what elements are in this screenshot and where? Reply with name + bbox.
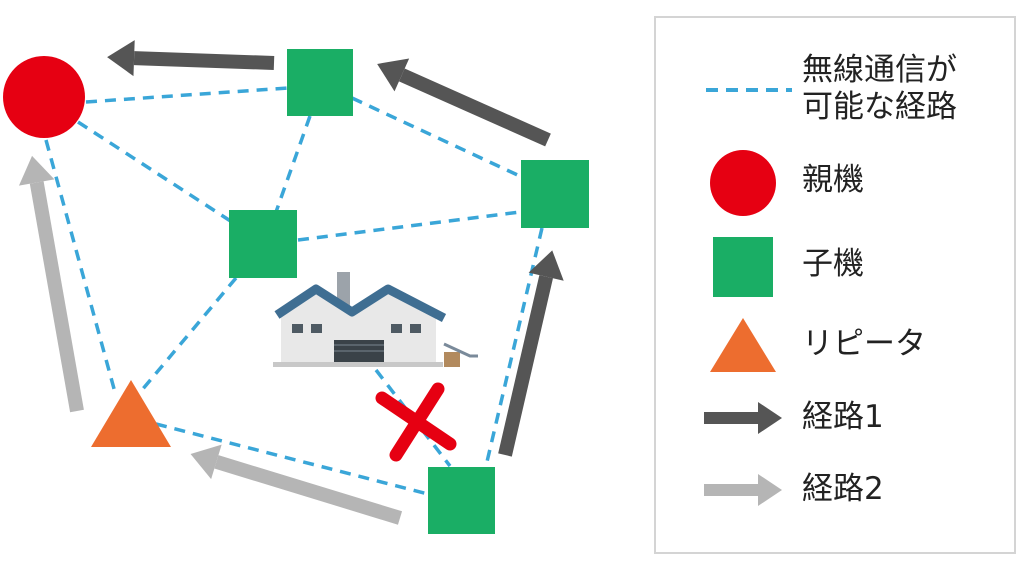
orange-triangle-icon [710,318,776,372]
legend-label-link: 無線通信が 可能な経路 [802,52,957,125]
child-node-bottom [428,467,495,534]
dashed-line-icon [706,88,792,92]
link-top-center [274,115,312,213]
legend-label-repeater: リピータ [802,326,926,362]
legend-label-route1: 経路1 [802,399,884,435]
route-1-arrows [107,40,564,457]
legend-row-route2: 経路2 [656,470,1014,510]
legend-row-link: 無線通信が 可能な経路 [656,52,1014,132]
legend-row-parent: 親機 [656,148,1014,218]
network-diagram [3,40,589,534]
link-center-right [297,210,521,242]
legend-row-route1: 経路1 [656,398,1014,438]
route1-arrow-bottom-right [498,250,564,457]
legend-label-link-line2: 可能な経路 [802,88,957,125]
link-top-right [351,96,525,180]
child-node-top [287,49,353,116]
route1-arrow-right-top [377,58,551,147]
route2-arrow-repeater-parent [18,155,84,413]
legend-row-repeater: リピータ [656,316,1014,376]
link-parent-child-top [85,86,289,104]
link-center-repeater [140,276,238,392]
dark-arrow-icon [704,402,782,434]
repeater-node [91,380,171,447]
route-2-arrows [18,155,403,525]
legend-label-child: 子機 [802,246,864,282]
factory-icon [273,272,478,367]
route2-arrow-bottom-repeater [190,444,403,525]
light-arrow-icon [704,474,782,506]
child-node-center [229,210,297,278]
red-circle-icon [710,150,776,216]
link-parent-repeater [44,139,118,397]
legend: 無線通信が 可能な経路 親機 子機 リピータ 経路1 経路2 [654,16,1016,554]
child-node-right [521,160,589,228]
legend-label-route2: 経路2 [802,471,884,507]
legend-row-child: 子機 [656,236,1014,298]
parent-node [3,56,85,138]
blocked-mark [375,382,457,462]
green-square-icon [713,237,773,297]
link-right-bottom [484,227,544,467]
legend-label-parent: 親機 [802,162,864,198]
link-parent-child-center [77,120,233,224]
link-repeater-bottom [155,422,429,496]
legend-label-link-line1: 無線通信が [802,52,957,88]
route1-arrow-top-parent [107,40,275,77]
